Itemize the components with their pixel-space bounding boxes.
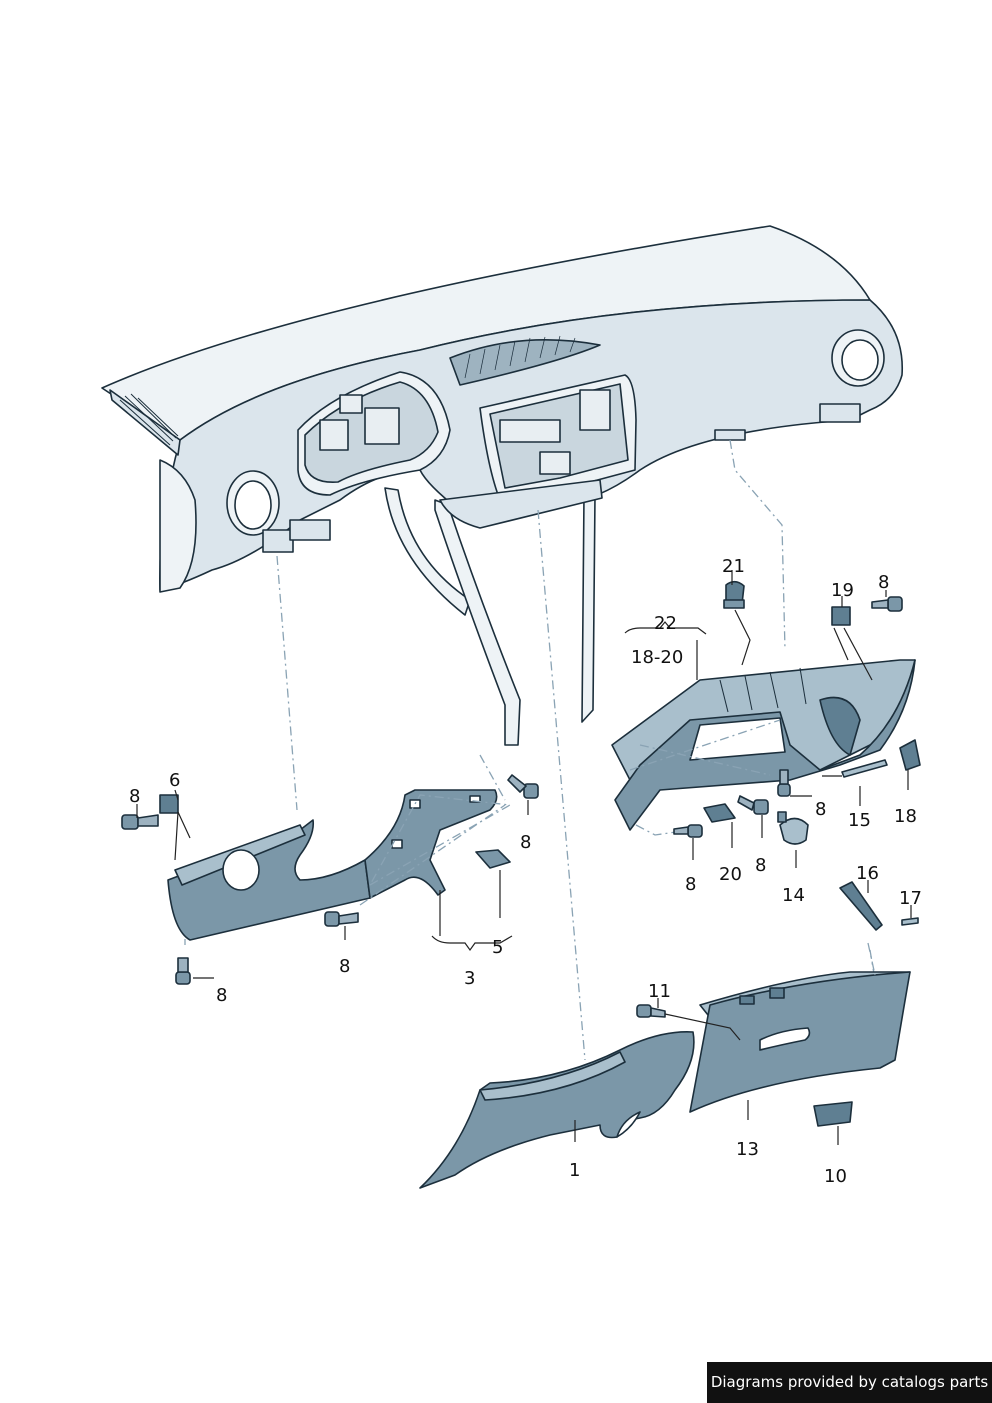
label-13: 13 <box>736 1139 759 1160</box>
label-8-e: 8 <box>685 874 696 895</box>
label-14: 14 <box>782 885 805 906</box>
label-8-f: 8 <box>755 855 766 876</box>
fasteners <box>121 580 921 1127</box>
label-8-g: 8 <box>815 799 826 820</box>
label-3: 3 <box>464 968 475 989</box>
label-11: 11 <box>648 981 671 1002</box>
label-8-d: 8 <box>216 985 227 1006</box>
glove-box-lid <box>689 971 911 1113</box>
lower-trim-right <box>419 1031 695 1189</box>
label-8-c: 8 <box>339 956 350 977</box>
glove-box-housing <box>611 659 916 836</box>
label-22: 22 <box>654 613 677 634</box>
label-1: 1 <box>569 1160 580 1181</box>
label-20: 20 <box>719 864 742 885</box>
label-16: 16 <box>856 863 879 884</box>
part-labels: 1 3 5 6 8 8 8 8 8 8 8 8 10 11 13 14 15 1… <box>129 556 922 1187</box>
leader-lines <box>136 570 912 1145</box>
label-21: 21 <box>722 556 745 577</box>
footer-credit: Diagrams provided by catalogs parts <box>707 1362 992 1403</box>
label-8-b: 8 <box>520 832 531 853</box>
label-15: 15 <box>848 810 871 831</box>
label-8-a: 8 <box>129 786 140 807</box>
label-8-h: 8 <box>878 572 889 593</box>
dashboard-panel <box>101 225 904 746</box>
lower-trim-left <box>167 789 513 941</box>
label-18-20: 18-20 <box>631 647 683 668</box>
label-10: 10 <box>824 1166 847 1187</box>
label-17: 17 <box>899 888 922 909</box>
label-19: 19 <box>831 580 854 601</box>
label-18: 18 <box>894 806 917 827</box>
label-5: 5 <box>492 937 503 958</box>
label-6: 6 <box>169 770 180 791</box>
